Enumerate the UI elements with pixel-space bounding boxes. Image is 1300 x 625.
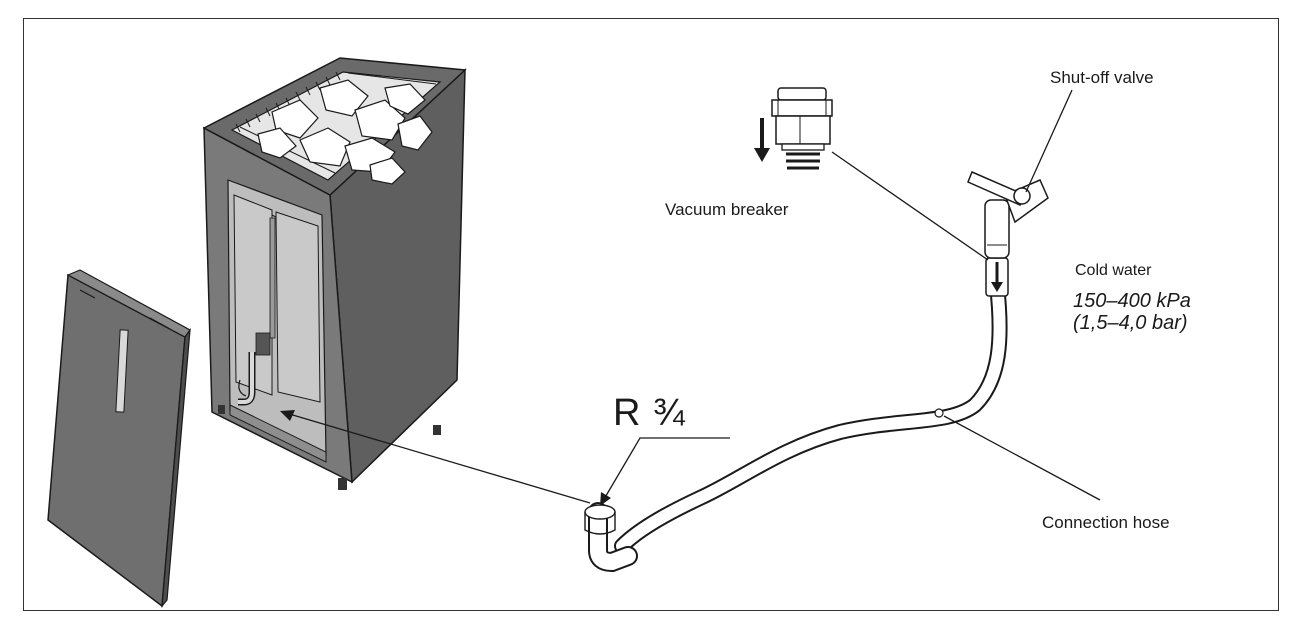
front-panel [47, 269, 191, 608]
hose-leader-line [943, 415, 1101, 501]
vacuum-breaker-label: Vacuum breaker [665, 200, 789, 219]
shutoff-valve [967, 89, 1073, 297]
pressure-bar: (1,5–4,0 bar) [1073, 312, 1188, 334]
leader-arrows [280, 410, 730, 507]
diagram-frame [23, 18, 1279, 611]
pressure-kpa: 150–400 kPa [1073, 290, 1191, 312]
vacuum-breaker [754, 87, 989, 261]
pressure-label: 150–400 kPa (1,5–4,0 bar) [1073, 290, 1191, 334]
thread-size-label: R ¾ [613, 392, 686, 434]
connection-hose-label: Connection hose [1042, 513, 1170, 532]
sauna-stones [257, 79, 433, 185]
connection-hose [584, 277, 1008, 573]
shutoff-valve-label: Shut-off valve [1050, 68, 1154, 87]
sauna-heater [202, 57, 467, 490]
cold-water-label: Cold water [1075, 262, 1152, 279]
